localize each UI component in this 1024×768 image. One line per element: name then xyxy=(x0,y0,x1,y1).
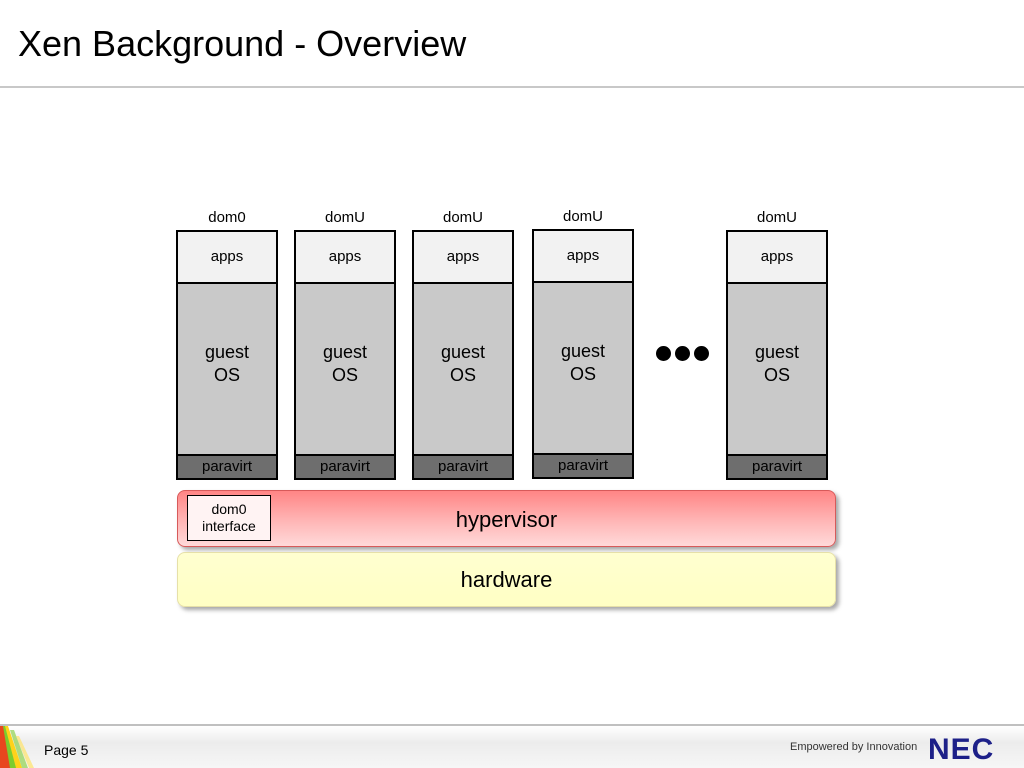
rainbow-corner-graphic xyxy=(0,726,40,768)
dom0-interface-line1: dom0 xyxy=(211,501,247,517)
paravirt-layer: paravirt xyxy=(534,453,632,477)
dom0-interface-box: dom0 interface xyxy=(187,495,271,541)
guest-os-line1: guest xyxy=(560,341,606,361)
page-number: Page 5 xyxy=(44,742,89,758)
guest-os-line1: guest xyxy=(754,342,800,362)
apps-layer: apps xyxy=(296,232,394,284)
footer-divider xyxy=(0,724,1024,726)
apps-layer: apps xyxy=(178,232,276,284)
guest-os-line1: guest xyxy=(440,342,486,362)
domain-label-domu-1: domU xyxy=(324,209,365,226)
domain-column-domu-2: apps guest OS paravirt xyxy=(412,230,514,480)
guest-os-line2: OS xyxy=(449,365,476,385)
paravirt-layer: paravirt xyxy=(414,454,512,478)
apps-layer: apps xyxy=(534,231,632,283)
paravirt-layer: paravirt xyxy=(728,454,826,478)
dot-icon xyxy=(694,346,709,361)
apps-layer: apps xyxy=(728,232,826,284)
guest-os-line2: OS xyxy=(331,365,358,385)
paravirt-layer: paravirt xyxy=(296,454,394,478)
domain-column-domu-3: apps guest OS paravirt xyxy=(532,229,634,479)
slide-title: Xen Background - Overview xyxy=(18,23,467,64)
guest-os-line2: OS xyxy=(569,364,596,384)
guest-os-layer: guest OS xyxy=(534,283,632,453)
domain-column-dom0: apps guest OS paravirt xyxy=(176,230,278,480)
footer-bar xyxy=(0,726,1024,768)
guest-os-layer: guest OS xyxy=(414,284,512,454)
guest-os-line1: guest xyxy=(322,342,368,362)
guest-os-layer: guest OS xyxy=(296,284,394,454)
dot-icon xyxy=(675,346,690,361)
domain-label-domu-3: domU xyxy=(562,208,603,225)
domain-label-domu-4: domU xyxy=(756,209,797,226)
dot-icon xyxy=(656,346,671,361)
domain-column-domu-1: apps guest OS paravirt xyxy=(294,230,396,480)
company-logo: NEC xyxy=(928,733,995,766)
company-tagline: Empowered by Innovation xyxy=(790,741,918,753)
apps-layer: apps xyxy=(414,232,512,284)
hardware-layer: hardware xyxy=(177,552,836,607)
guest-os-line2: OS xyxy=(763,365,790,385)
domain-label-domu-2: domU xyxy=(442,209,483,226)
guest-os-layer: guest OS xyxy=(178,284,276,454)
hardware-label: hardware xyxy=(460,567,553,592)
hypervisor-label: hypervisor xyxy=(455,507,558,532)
hypervisor-layer: dom0 interface hypervisor xyxy=(177,490,836,547)
paravirt-layer: paravirt xyxy=(178,454,276,478)
guest-os-layer: guest OS xyxy=(728,284,826,454)
guest-os-line2: OS xyxy=(213,365,240,385)
ellipsis-dots-icon xyxy=(656,346,709,361)
dom0-interface-line2: interface xyxy=(202,518,256,534)
guest-os-line1: guest xyxy=(204,342,250,362)
domain-label-dom0: dom0 xyxy=(208,209,246,226)
title-divider xyxy=(0,86,1024,88)
domain-column-domu-4: apps guest OS paravirt xyxy=(726,230,828,480)
